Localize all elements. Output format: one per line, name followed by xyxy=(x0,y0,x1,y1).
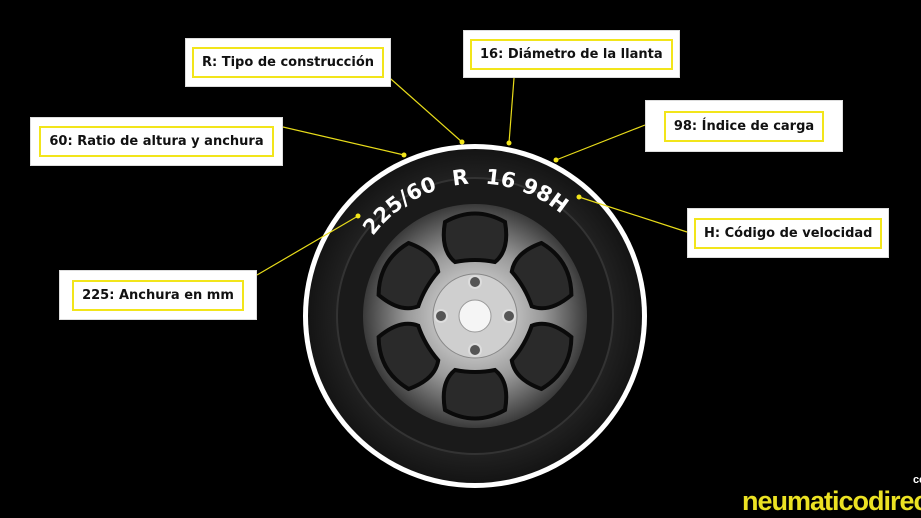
spoke-holes xyxy=(368,211,582,421)
label-text: 60: Ratio de altura y anchura xyxy=(39,126,274,157)
callout-lines xyxy=(256,71,688,276)
label-text: R: Tipo de construcción xyxy=(192,47,385,78)
label-ratio: 60: Ratio de altura y anchura xyxy=(30,117,283,166)
label-text: 16: Diámetro de la llanta xyxy=(470,38,673,70)
brand-logo: neumaticodireccom xyxy=(742,474,921,516)
label-load: 98: Índice de carga xyxy=(645,100,843,152)
label-text: 98: Índice de carga xyxy=(663,110,825,142)
label-diameter: 16: Diámetro de la llanta xyxy=(463,30,680,78)
logo-text: neumaticodirec xyxy=(742,486,921,516)
label-construction: R: Tipo de construcción xyxy=(185,38,392,87)
logo-suffix: com xyxy=(912,474,921,486)
label-text: H: Código de velocidad xyxy=(694,217,883,249)
callout-markers xyxy=(355,139,582,219)
label-text: 225: Anchura en mm xyxy=(72,279,244,311)
label-width: 225: Anchura en mm xyxy=(59,270,257,320)
lug-nuts xyxy=(434,275,516,357)
label-speed: H: Código de velocidad xyxy=(687,208,890,258)
